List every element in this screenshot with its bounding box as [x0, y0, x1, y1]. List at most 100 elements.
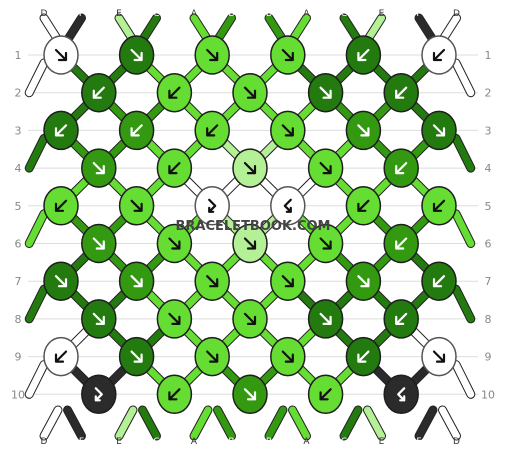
top-strand [139, 14, 160, 44]
knot [421, 261, 457, 301]
knot [194, 35, 230, 75]
knot [383, 148, 419, 188]
top-strand-label: C [341, 9, 347, 19]
arrow-down-left-icon [395, 86, 408, 99]
row-label-right: 10 [481, 388, 495, 401]
top-strand-label: B [266, 9, 272, 19]
bottom-strand-label: A [303, 437, 310, 447]
knot [43, 336, 79, 377]
arrow-down-right-icon [281, 124, 294, 137]
thread-segment [452, 285, 475, 323]
bottom-strand [64, 406, 85, 440]
bottom-strand-label: C [341, 437, 347, 447]
row-label-left: 7 [15, 275, 22, 288]
thread-segment [25, 210, 48, 247]
arrow-down-right-icon [432, 124, 446, 137]
knot [345, 35, 382, 75]
knot [118, 35, 155, 75]
knot [345, 336, 382, 377]
thread-segment [25, 361, 48, 398]
knot [421, 186, 457, 226]
knot [156, 299, 193, 339]
bottom-strand-label: E [116, 437, 122, 447]
knot [43, 261, 79, 301]
arrow-down-left-icon [357, 199, 370, 212]
row-label-right: 8 [485, 313, 492, 326]
arrow-down-right-icon [281, 48, 294, 62]
top-strand [340, 14, 362, 44]
top-strand-label: A [191, 9, 198, 19]
knot [307, 374, 344, 415]
arrow-down-left-icon [206, 124, 219, 137]
bottom-strand [265, 406, 287, 440]
bottom-strand-label: C [153, 437, 159, 447]
arrow-down-right-icon [281, 275, 294, 288]
knot [81, 223, 117, 264]
row-label-left: 8 [15, 313, 22, 326]
knot [421, 336, 457, 377]
row-label-right: 9 [485, 351, 492, 364]
arrow-down-right-icon [243, 86, 257, 99]
thread-segment [25, 134, 48, 172]
bottom-strand [40, 406, 62, 440]
arrow-down-right-icon [243, 162, 257, 175]
row-label-left: 2 [15, 87, 22, 100]
arrow-down-right-icon [319, 86, 332, 99]
arrow-down-right-icon [130, 350, 143, 363]
arrow-down-left-icon [432, 199, 446, 212]
arrow-down-right-icon [357, 275, 370, 288]
arrow-down-left-icon [92, 86, 105, 99]
row-label-right: 7 [485, 275, 492, 288]
arrow-down-right-icon [243, 237, 257, 250]
knot [232, 148, 268, 188]
knot [383, 374, 419, 415]
top-strand [214, 14, 235, 44]
knot [270, 261, 306, 301]
arrow-down-left-icon [168, 86, 181, 99]
knot-body [194, 186, 230, 226]
bottom-strand [139, 406, 160, 440]
arrow-down-right-icon [54, 275, 68, 288]
top-strand-label: F [416, 9, 421, 19]
thread-segment [25, 59, 48, 97]
knot [194, 186, 230, 226]
knot [421, 110, 457, 151]
arrow-down-right-icon [130, 199, 143, 212]
arrow-down-left-icon [54, 350, 68, 363]
bottom-strand-label: D [453, 437, 460, 447]
top-strand [364, 14, 385, 44]
arrow-down-right-icon [206, 350, 219, 363]
knot [307, 148, 344, 188]
knot [383, 223, 419, 264]
arrow-down-right-icon [168, 312, 181, 325]
arrow-down-left-icon [168, 388, 181, 401]
top-strand [415, 14, 437, 44]
arrow-down-left-icon [319, 388, 332, 401]
knot [194, 110, 230, 151]
bottom-strand-label: F [416, 437, 421, 447]
bottom-strand-label: D [41, 437, 48, 447]
bottom-strand [115, 406, 137, 440]
arrow-down-right-icon [319, 237, 332, 250]
bottom-strand [289, 406, 310, 440]
arrow-return-right-icon [94, 387, 103, 402]
knot [421, 35, 457, 75]
row-label-right: 1 [485, 49, 492, 62]
knot [270, 35, 306, 75]
arrow-down-right-icon [54, 48, 68, 62]
knot [43, 186, 79, 226]
knot [307, 223, 344, 264]
bottom-strand [415, 406, 437, 440]
top-strand-label: E [116, 9, 122, 19]
top-strand-label: A [303, 9, 310, 19]
arrow-return-right-icon [208, 198, 217, 213]
arrow-down-left-icon [357, 350, 370, 363]
arrow-down-left-icon [395, 237, 408, 250]
thread-segment [452, 210, 475, 247]
row-label-left: 4 [15, 162, 22, 175]
knot [156, 148, 193, 188]
thread-segment [25, 285, 48, 323]
thread-segment [452, 134, 475, 172]
